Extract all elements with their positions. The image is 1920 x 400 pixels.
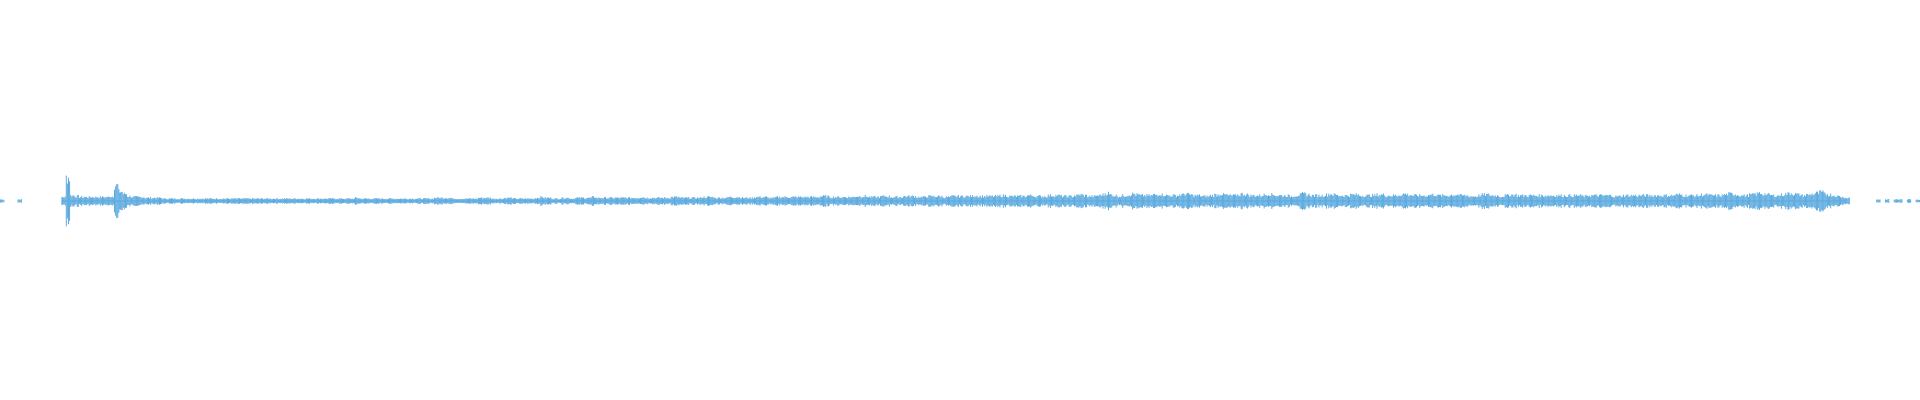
waveform-group: [0, 175, 1920, 227]
